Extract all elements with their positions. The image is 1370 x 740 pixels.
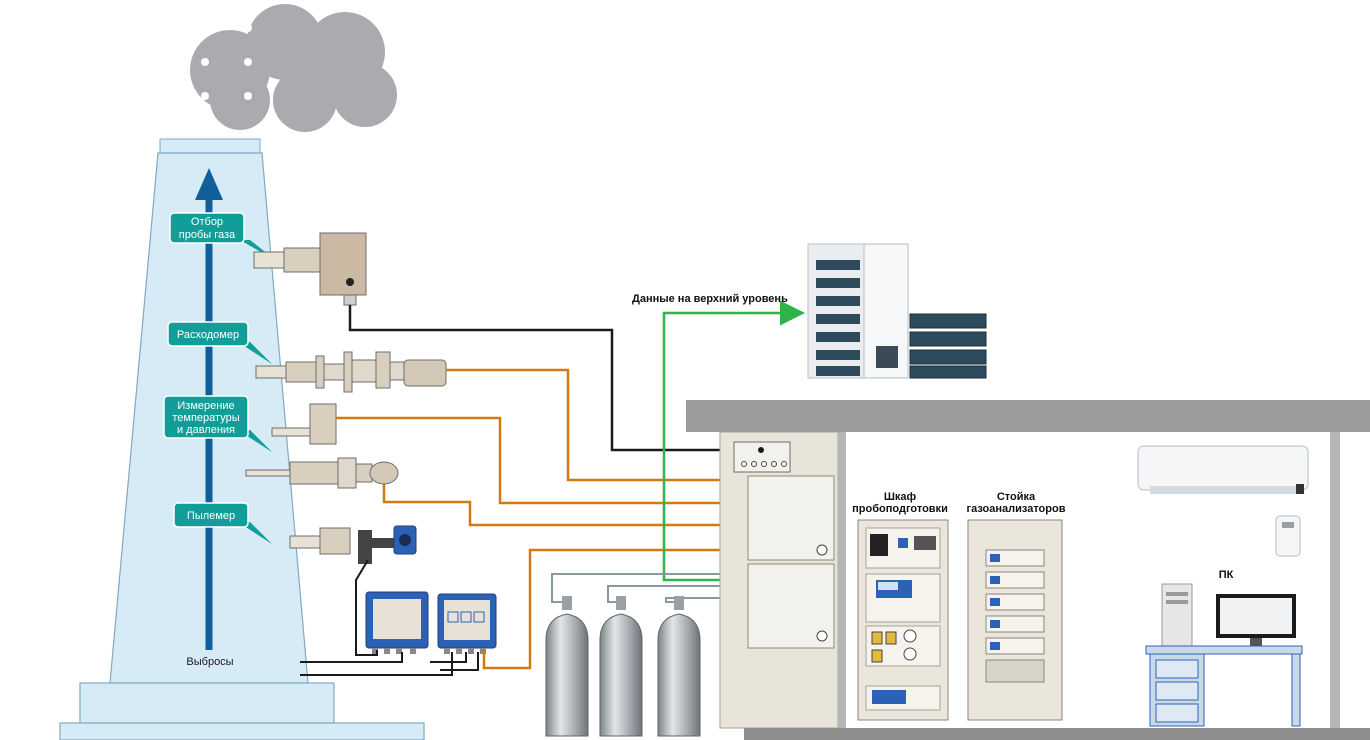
dust-transmitter-box: [365, 591, 429, 654]
gas-cylinder-icon: [657, 596, 701, 737]
flow-transmitter-box: [437, 593, 497, 654]
remote-control-icon: [1275, 515, 1301, 557]
callout-dust-meter-label: Пылемер: [187, 510, 235, 522]
callout-dust-meter: Пылемер: [173, 502, 272, 544]
server-rack-icon: [807, 243, 987, 379]
analyzer-rack-label-line2: газоанализаторов: [967, 503, 1066, 515]
gas-cylinder-icon: [599, 596, 643, 737]
prep-cabinet-label-line2: пробоподготовки: [852, 503, 948, 515]
gas-sampling-probe: [253, 232, 367, 306]
smoke-cloud: [190, 4, 397, 132]
pc-label: ПК: [1219, 569, 1234, 581]
desk: [1145, 645, 1303, 727]
analyzer-rack-label-line1: Стойка: [997, 491, 1036, 503]
callout-temperature-line1: Измерение: [177, 400, 234, 412]
callout-temperature-pressure: Измерение температуры и давления: [163, 395, 272, 452]
prep-cabinet-label-line1: Шкаф: [884, 491, 917, 503]
callout-temperature-line2: температуры: [172, 412, 239, 424]
gas-sampling-wire: [348, 305, 760, 452]
callout-flowmeter: Расходомер: [167, 321, 272, 364]
pc-tower-icon: [1161, 583, 1193, 647]
callout-gas-sampling-line2: пробы газа: [179, 229, 236, 241]
monitor-icon: [1216, 594, 1296, 646]
callout-flowmeter-label: Расходомер: [177, 329, 239, 341]
dust-meter-sensor: [289, 525, 417, 564]
gas-cylinder-icon: [545, 596, 589, 737]
callout-gas-sampling-line1: Отбор: [191, 216, 223, 228]
temperature-pressure-sensor: [245, 403, 399, 489]
callout-gas-sampling: Отбор пробы газа: [169, 212, 278, 262]
gas-lines: [551, 573, 720, 603]
flowmeter-sensor: [255, 351, 447, 393]
upper-level-data-arrow: [662, 300, 805, 582]
transmitter-wires: [300, 559, 479, 676]
sample-prep-cabinet: Шкаф пробоподготовки: [852, 491, 949, 721]
air-conditioner-icon: [1137, 445, 1309, 494]
callout-temperature-line3: и давления: [177, 424, 235, 436]
emissions-label: Выбросы: [186, 656, 233, 668]
upper-level-label: Данные на верхний уровень: [632, 293, 788, 305]
gas-analyzer-rack: Стойка газоанализаторов: [967, 491, 1066, 721]
